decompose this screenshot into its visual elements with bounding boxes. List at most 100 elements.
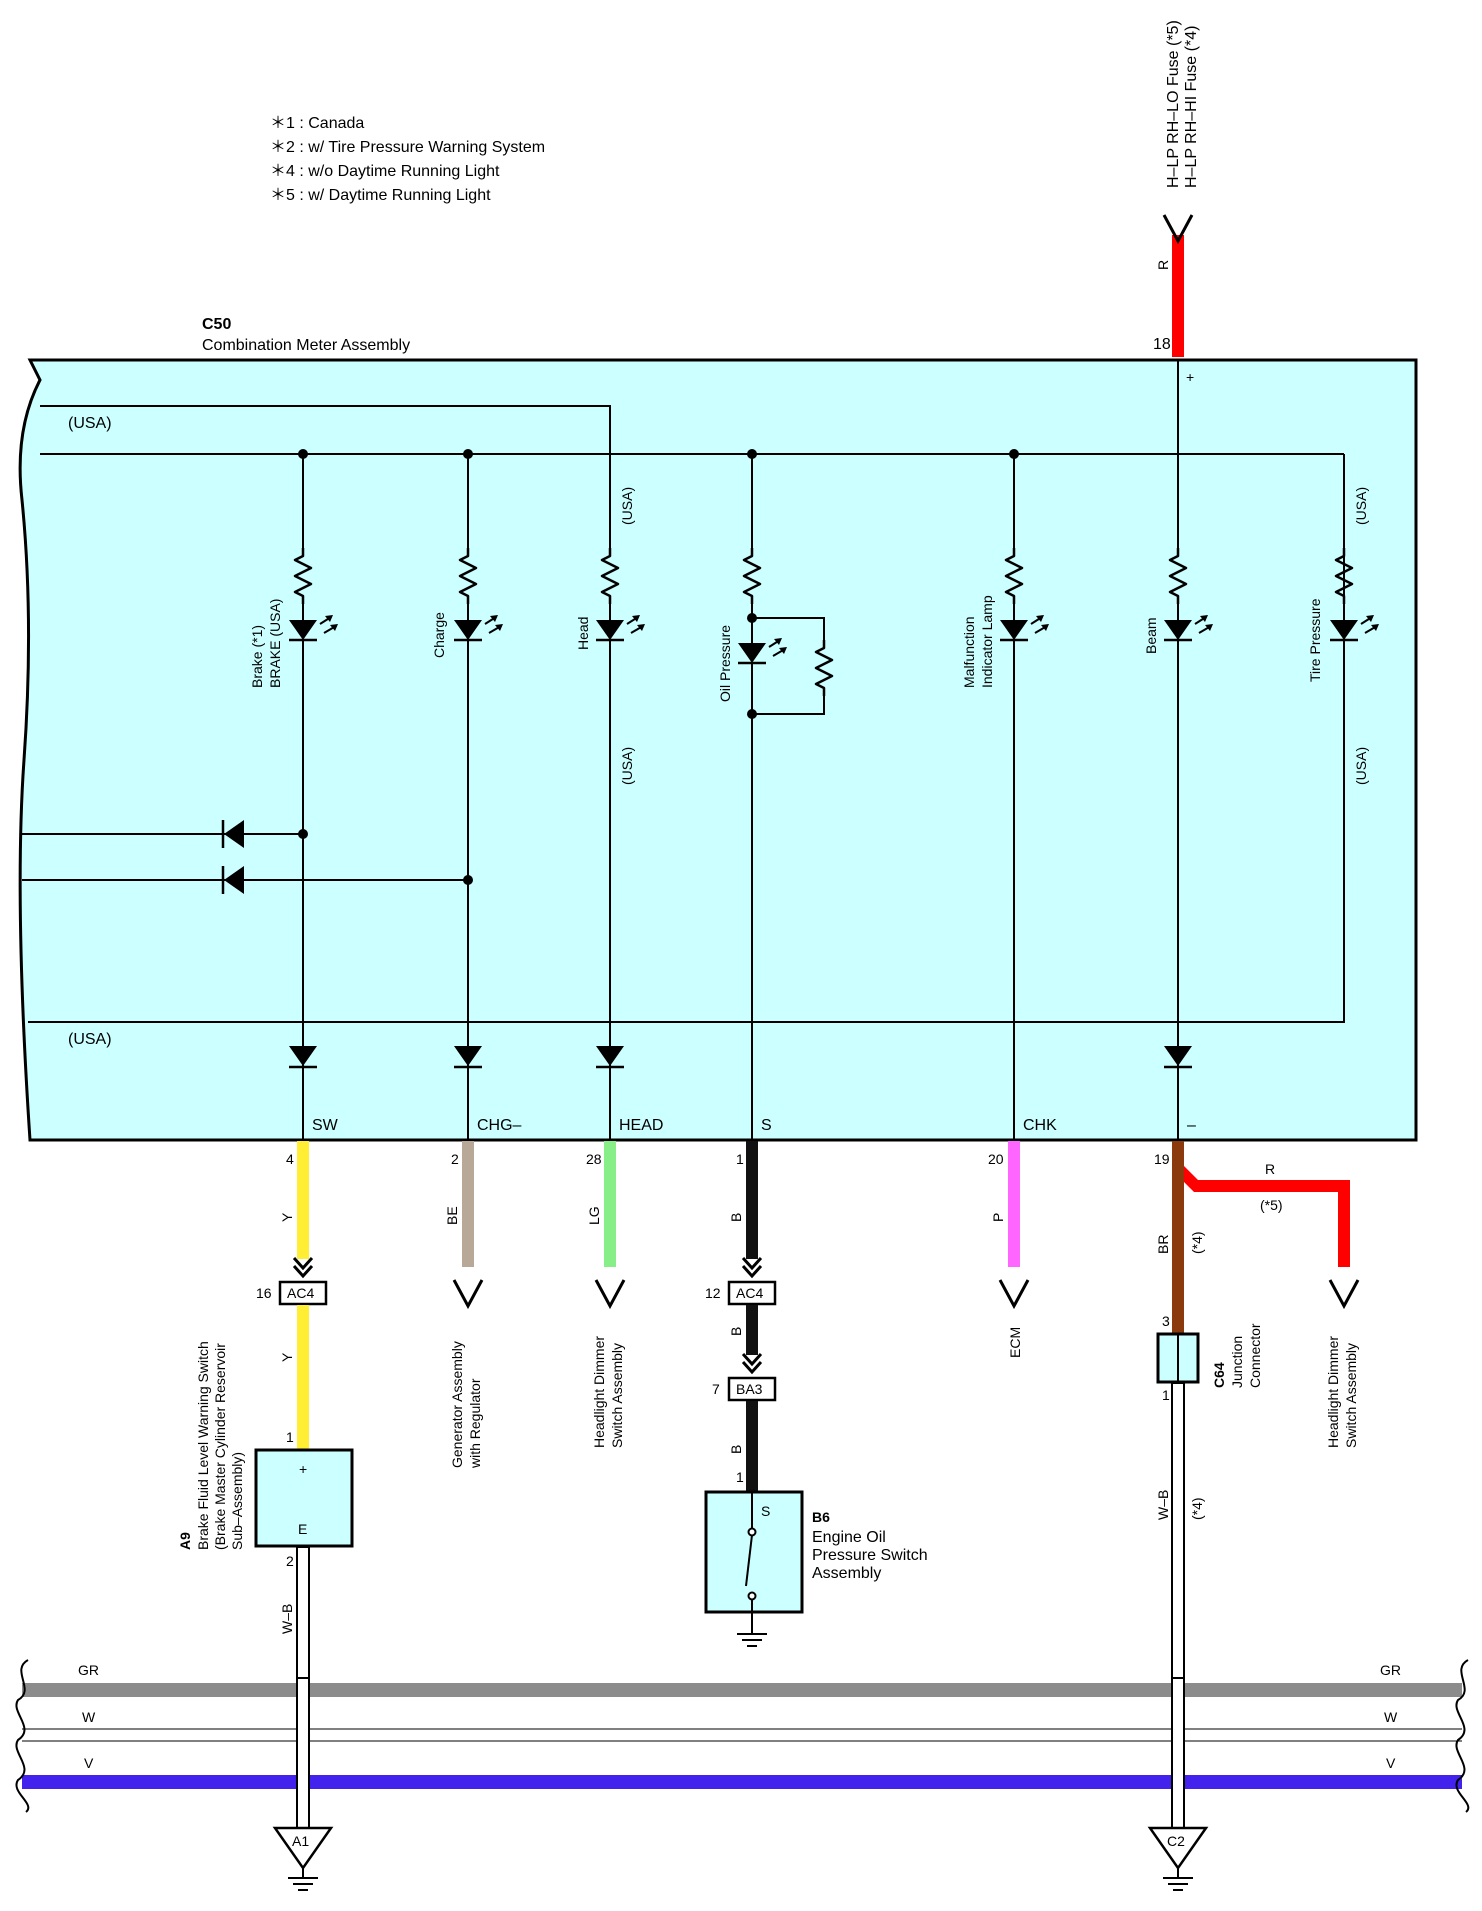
tire-usa-mid: (USA) bbox=[1353, 747, 1369, 785]
a1-ground-icon bbox=[287, 1877, 319, 1891]
c2-label: C2 bbox=[1167, 1833, 1185, 1849]
tire-usa-top: (USA) bbox=[1353, 487, 1369, 525]
a9-line1: Brake Fluid Level Warning Switch bbox=[195, 1341, 211, 1550]
r-branch-arrow bbox=[1328, 1278, 1360, 1308]
note-2: ＊2 : w/ Tire Pressure Warning System bbox=[270, 139, 545, 156]
ecm-label: ECM bbox=[1007, 1327, 1023, 1358]
c64-pin-in: 3 bbox=[1162, 1313, 1170, 1329]
s-connector-arrow-b bbox=[741, 1352, 763, 1374]
sw-wire-yellow-2 bbox=[297, 1305, 309, 1449]
ground-buses: GR GR W W V V bbox=[15, 1659, 1470, 1829]
c64-line2: Connector bbox=[1247, 1323, 1263, 1388]
b6-line3: Assembly bbox=[812, 1565, 881, 1582]
chk-wire-pink bbox=[1008, 1141, 1020, 1267]
meter-code: C50 bbox=[202, 316, 231, 333]
head-wire-color: LG bbox=[586, 1206, 602, 1225]
beam-label: Beam bbox=[1143, 617, 1159, 654]
s-circuit: B AC4 12 B BA3 7 B 1 S B6 Engine Oil Pre… bbox=[704, 1141, 928, 1647]
chg-wire-beige bbox=[462, 1141, 474, 1267]
sw-wire-yellow bbox=[297, 1141, 309, 1259]
meter-outline bbox=[18, 358, 1418, 1142]
c64-wire-note: (*4) bbox=[1189, 1497, 1205, 1520]
hd2-label-1: Headlight Dimmer bbox=[1325, 1336, 1341, 1448]
ac4-a-pin: 16 bbox=[256, 1285, 272, 1301]
a9-e: E bbox=[298, 1521, 307, 1537]
ac4-b-label: AC4 bbox=[736, 1285, 763, 1301]
terminal-minus: – bbox=[1187, 1117, 1196, 1134]
a9-pin-in: 1 bbox=[286, 1429, 294, 1445]
r-branch-wire bbox=[1184, 1166, 1350, 1267]
chg-circuit: BE Generator Assembly with Regulator bbox=[444, 1141, 484, 1469]
a1-ground-triangle bbox=[272, 1826, 334, 1871]
pin-head: 28 bbox=[586, 1151, 602, 1167]
r-branch-color: R bbox=[1265, 1161, 1275, 1177]
terminal-sw: SW bbox=[312, 1117, 339, 1134]
s-wire-color-2: B bbox=[728, 1327, 744, 1336]
notes-legend: ＊1 : Canada ＊2 : w/ Tire Pressure Warnin… bbox=[270, 115, 545, 204]
gen-label-2: with Regulator bbox=[467, 1378, 483, 1469]
meter-usa-bottom: (USA) bbox=[68, 1031, 112, 1048]
hd2-label-2: Switch Assembly bbox=[1343, 1343, 1359, 1448]
head-wire-green bbox=[604, 1141, 616, 1267]
bus-gr-right: GR bbox=[1380, 1662, 1401, 1678]
tire-label: Tire Pressure bbox=[1307, 598, 1323, 682]
b6-line2: Pressure Switch bbox=[812, 1547, 928, 1564]
r-branch-note: (*5) bbox=[1260, 1197, 1283, 1213]
bus-w-left: W bbox=[82, 1709, 96, 1725]
terminal-chg: CHG– bbox=[477, 1117, 522, 1134]
a9-wire-color: W–B bbox=[279, 1604, 295, 1634]
minus-wire-brown bbox=[1172, 1141, 1184, 1333]
head-circuit: LG Headlight Dimmer Switch Assembly bbox=[586, 1141, 626, 1448]
bus-gr-left: GR bbox=[78, 1662, 99, 1678]
terminal-s: S bbox=[761, 1117, 772, 1134]
combination-meter: C50 Combination Meter Assembly (USA) (US… bbox=[18, 316, 1418, 1142]
ac4-a-label: AC4 bbox=[287, 1285, 314, 1301]
s-connector-arrow-a bbox=[741, 1256, 763, 1278]
fuse-wire-red bbox=[1172, 235, 1184, 357]
b6-code: B6 bbox=[812, 1509, 830, 1525]
fuse-label-1: H–LP RH–LO Fuse (*5) bbox=[1165, 20, 1182, 188]
sw-wire-color: Y bbox=[279, 1212, 295, 1222]
terminal-chk: CHK bbox=[1023, 1117, 1057, 1134]
bus-v-right: V bbox=[1386, 1755, 1396, 1771]
c64-code: C64 bbox=[1211, 1362, 1227, 1388]
note-3: ＊4 : w/o Daytime Running Light bbox=[270, 163, 500, 180]
c64-wire-color: W–B bbox=[1155, 1490, 1171, 1520]
a9-line3: Sub–Assembly) bbox=[229, 1452, 245, 1550]
mil-label-2: Indicator Lamp bbox=[979, 595, 995, 688]
a1-label: A1 bbox=[292, 1833, 309, 1849]
b6-pin: 1 bbox=[736, 1469, 744, 1485]
c64-pin-out: 1 bbox=[1162, 1387, 1170, 1403]
s-wire-color: B bbox=[728, 1213, 744, 1222]
ac4-b-pin: 12 bbox=[705, 1285, 721, 1301]
chg-wire-color: BE bbox=[444, 1206, 460, 1225]
a9-line2: (Brake Master Cylinder Reservoir bbox=[212, 1343, 228, 1550]
pin-sw: 4 bbox=[286, 1151, 294, 1167]
pin-minus: 19 bbox=[1154, 1151, 1170, 1167]
bus-w-right: W bbox=[1384, 1709, 1398, 1725]
c2-ground-icon bbox=[1162, 1877, 1194, 1891]
ba3-label: BA3 bbox=[736, 1381, 763, 1397]
chk-arrow bbox=[998, 1278, 1030, 1308]
charge-label: Charge bbox=[431, 612, 447, 658]
pin-s: 1 bbox=[736, 1151, 744, 1167]
oil-label: Oil Pressure bbox=[717, 625, 733, 702]
bus-v bbox=[22, 1775, 1462, 1789]
meter-name: Combination Meter Assembly bbox=[202, 337, 410, 354]
gen-label-1: Generator Assembly bbox=[449, 1341, 465, 1468]
c64-line1: Junction bbox=[1229, 1336, 1245, 1388]
fuse-input: H–LP RH–LO Fuse (*5) H–LP RH–HI Fuse (*4… bbox=[1153, 20, 1200, 357]
sw-connector-arrow bbox=[292, 1256, 314, 1278]
mil-label-1: Malfunction bbox=[961, 616, 977, 688]
hd1-label-2: Switch Assembly bbox=[609, 1343, 625, 1448]
hd1-label-1: Headlight Dimmer bbox=[591, 1336, 607, 1448]
chk-wire-color: P bbox=[990, 1213, 1006, 1222]
s-wire-black bbox=[746, 1141, 758, 1259]
ba3-pin: 7 bbox=[712, 1381, 720, 1397]
c2-ground-triangle bbox=[1147, 1826, 1209, 1871]
s-wire-color-3: B bbox=[728, 1445, 744, 1454]
ba3-connector bbox=[727, 1376, 777, 1402]
bus-v-left: V bbox=[84, 1755, 94, 1771]
head-arrow bbox=[594, 1278, 626, 1308]
